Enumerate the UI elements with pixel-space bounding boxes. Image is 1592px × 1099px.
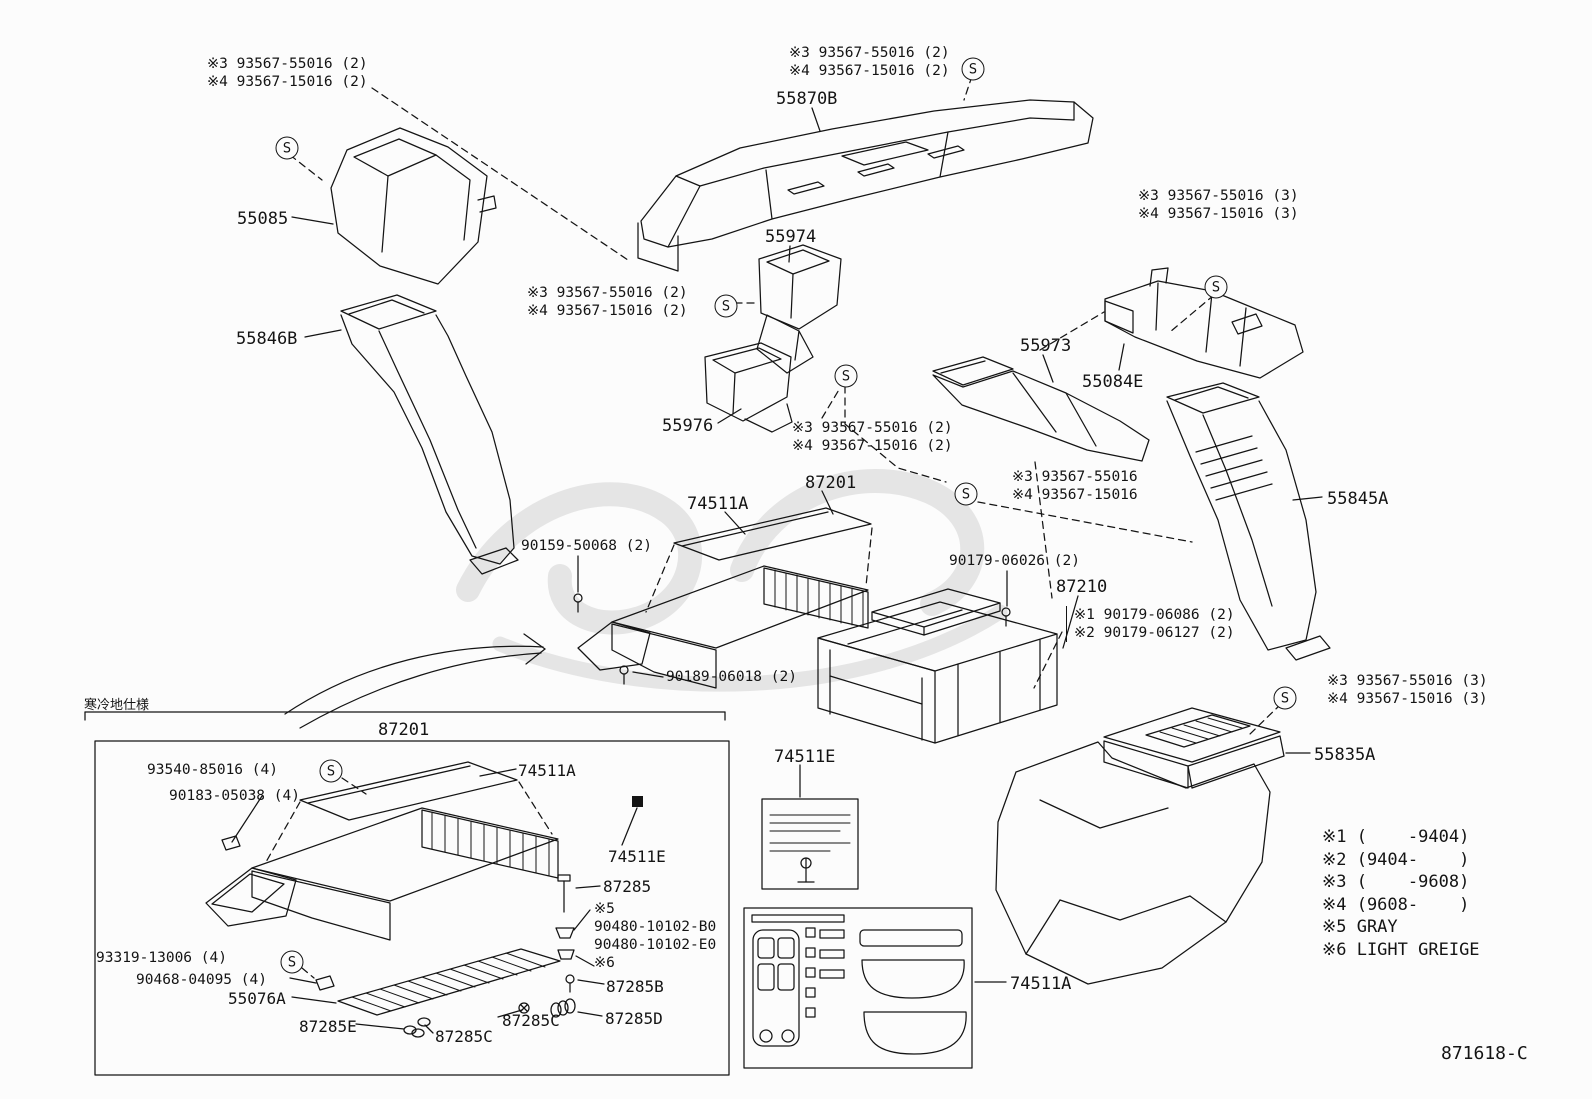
- part-label: 55835A: [1314, 745, 1376, 765]
- card-74511A-drawing: [743, 907, 973, 1069]
- screw-symbol: S: [961, 57, 985, 81]
- screw-symbol: S: [954, 482, 978, 506]
- screw-symbol: S: [1204, 275, 1228, 299]
- ref-note: ※3 93567-55016 (3)※4 93567-15016 (3): [1138, 188, 1299, 223]
- part-label: 74511A: [1010, 974, 1072, 994]
- ref-note: 93540-85016 (4): [147, 762, 278, 778]
- cold-spec-duct-drawing: [205, 761, 643, 1038]
- part-label: 55845A: [1327, 489, 1389, 509]
- screw-symbol: S: [1273, 686, 1297, 710]
- part-label: 87285C: [502, 1011, 560, 1030]
- duct-55845A-drawing: [1166, 382, 1331, 661]
- ref-note: ※1 90179-06086 (2)※2 90179-06127 (2): [1066, 606, 1235, 643]
- part-label: 87201: [378, 720, 430, 740]
- ref-note: 90183-05038 (4): [169, 788, 300, 804]
- screw-symbol: S: [275, 136, 299, 160]
- part-label: 55870B: [776, 89, 838, 109]
- part-label: 87285E: [299, 1017, 357, 1036]
- duct-55974-drawing: [756, 244, 842, 374]
- part-label: 55076A: [228, 989, 286, 1008]
- part-label: 87285D: [605, 1009, 663, 1028]
- ref-note: ※3 93567-55016 (2)※4 93567-15016 (2): [207, 56, 368, 91]
- part-label: 55976: [662, 416, 714, 436]
- ref-note: ※3 93567-55016 (2)※4 93567-15016 (2): [789, 45, 950, 80]
- leader-lines: [231, 107, 1323, 1034]
- cold-spec-title: 寒冷地仕様: [84, 698, 150, 713]
- ref-note: 90179-06026 (2): [949, 553, 1080, 569]
- part-label: 55973: [1020, 336, 1072, 356]
- ref-note: ※3 93567-55016 (2)※4 93567-15016 (2): [792, 420, 953, 455]
- duct-87201-drawing: [577, 507, 872, 689]
- legend: ※1 ( -9404)※2 (9404- )※3 ( -9608)※4 (960…: [1322, 826, 1480, 962]
- part-label: 55084E: [1082, 372, 1144, 392]
- duct-55973-drawing: [932, 356, 1150, 462]
- fastener-glyphs: [573, 593, 1011, 685]
- legend-item: ※6 LIGHT GREIGE: [1322, 940, 1480, 961]
- heater-87210-drawing: [817, 588, 1058, 744]
- cold-spec-box: [84, 711, 730, 1076]
- legend-item: ※2 (9404- ): [1322, 849, 1470, 870]
- drawing-number: 871618-C: [1441, 1043, 1528, 1064]
- screw-symbol: S: [834, 364, 858, 388]
- part-label: 55846B: [236, 329, 298, 349]
- ref-note: ※3 93567-55016 (3)※4 93567-15016 (3): [1327, 673, 1488, 708]
- screw-symbol: S: [319, 759, 343, 783]
- part-label: 87285: [603, 877, 652, 896]
- part-label: 74511E: [774, 747, 836, 767]
- legend-item: ※5 GRAY: [1322, 917, 1398, 938]
- duct-55835A-drawing: [995, 707, 1285, 985]
- ref-note: 90468-04095 (4): [136, 972, 267, 988]
- legend-item: ※3 ( -9608): [1322, 872, 1470, 893]
- part-label: 55085: [237, 209, 289, 229]
- legend-item: ※1 ( -9404): [1322, 827, 1470, 847]
- part-label: 74511E: [608, 847, 666, 866]
- card-74511E-drawing: [761, 798, 859, 890]
- direction-arrow: [284, 633, 546, 729]
- part-label: 87210: [1056, 577, 1108, 597]
- part-label: 74511A: [518, 761, 576, 780]
- duct-55976-drawing: [704, 342, 793, 433]
- ref-note: 90189-06018 (2): [666, 669, 797, 685]
- part-label: 74511A: [687, 494, 749, 514]
- ref-note: 90159-50068 (2): [521, 538, 652, 554]
- part-label: 55974: [765, 227, 817, 247]
- legend-item: ※4 (9608- ): [1322, 894, 1470, 915]
- part-label: 87285B: [606, 977, 664, 996]
- duct-55084E-drawing: [1104, 267, 1304, 379]
- screw-symbol: S: [280, 950, 304, 974]
- screw-symbol: S: [714, 294, 738, 318]
- ref-note: 93319-13006 (4): [96, 950, 227, 966]
- ref-note: ※3 93567-55016※4 93567-15016: [1012, 469, 1138, 504]
- nozzle-55870B-drawing: [637, 99, 1094, 272]
- dashed-lines: [265, 75, 1282, 979]
- part-label: 87285C: [435, 1027, 493, 1046]
- duct-55085-drawing: [330, 127, 497, 285]
- part-label: 87201: [805, 473, 857, 493]
- duct-55846B-drawing: [340, 294, 519, 575]
- ref-note: ※3 93567-55016 (2)※4 93567-15016 (2): [527, 285, 688, 320]
